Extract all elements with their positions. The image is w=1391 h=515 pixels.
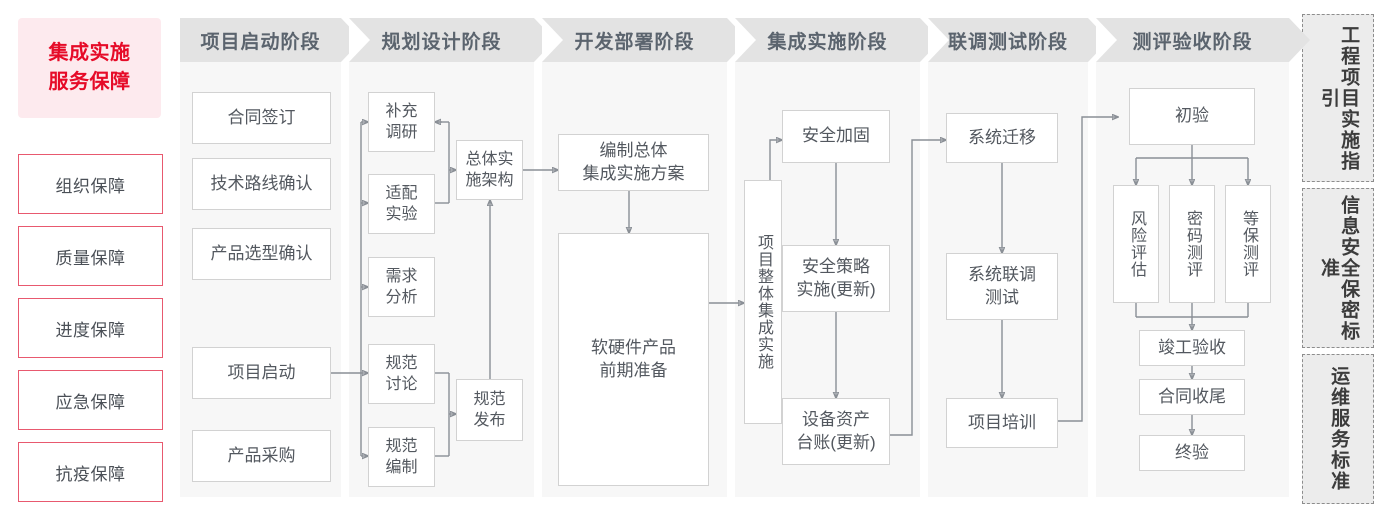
- node-contract[interactable]: 合同签订: [192, 92, 331, 144]
- sidebar-item-epidemic[interactable]: 抗疫保障: [18, 442, 163, 502]
- standards-rail-security[interactable]: 信息安全保密标准: [1302, 188, 1374, 348]
- phase-header-planning[interactable]: 规划设计阶段: [349, 18, 555, 62]
- node-tech-route[interactable]: 技术路线确认: [192, 158, 331, 210]
- node-mlps-evaluation[interactable]: 等保测评: [1225, 185, 1271, 303]
- standards-rail-security-label: 信息安全保密标准: [1318, 194, 1360, 342]
- node-adaptation-test[interactable]: 适配实验: [368, 174, 435, 234]
- phase-header-testing[interactable]: 联调测试阶段: [928, 18, 1109, 62]
- node-supplementary-research[interactable]: 补充调研: [368, 92, 435, 152]
- phase-header-develop-label: 开发部署阶段: [574, 31, 695, 53]
- phase-header-integrate-label: 集成实施阶段: [767, 31, 888, 53]
- sidebar-item-emergency[interactable]: 应急保障: [18, 370, 163, 430]
- sidebar-item-quality[interactable]: 质量保障: [18, 226, 163, 286]
- node-product-select[interactable]: 产品选型确认: [192, 228, 331, 280]
- node-overall-architecture[interactable]: 总体实施架构: [456, 140, 523, 200]
- phase-header-develop[interactable]: 开发部署阶段: [542, 18, 748, 62]
- standards-rail-engineering-label: 工程项目实施指引: [1318, 24, 1360, 172]
- chevron-right-icon: [1289, 18, 1310, 62]
- node-initial-acceptance[interactable]: 初验: [1129, 88, 1255, 145]
- node-hardware-software-prep[interactable]: 软硬件产品前期准备: [558, 233, 709, 486]
- node-requirement-analysis[interactable]: 需求分析: [368, 257, 435, 317]
- chevron-notch-icon: [928, 18, 949, 62]
- node-spec-release[interactable]: 规范发布: [456, 379, 523, 441]
- node-overall-integration[interactable]: 项目整体集成实施: [744, 180, 782, 424]
- sidebar-item-organization[interactable]: 组织保障: [18, 154, 163, 214]
- node-security-hardening[interactable]: 安全加固: [782, 110, 890, 163]
- node-system-migration[interactable]: 系统迁移: [946, 113, 1058, 163]
- node-completion-acceptance[interactable]: 竣工验收: [1139, 330, 1245, 366]
- chevron-notch-icon: [735, 18, 756, 62]
- phase-header-planning-label: 规划设计阶段: [381, 31, 502, 53]
- sidebar-title-line1: 集成实施: [48, 42, 131, 64]
- sidebar-item-schedule[interactable]: 进度保障: [18, 298, 163, 358]
- sidebar-title-line2: 服务保障: [48, 71, 131, 93]
- sidebar-title: 集成实施 服务保障: [18, 18, 161, 118]
- node-procurement[interactable]: 产品采购: [192, 430, 331, 482]
- phase-header-startup-label: 项目启动阶段: [200, 31, 321, 53]
- node-security-policy[interactable]: 安全策略实施(更新): [782, 245, 890, 312]
- chevron-notch-icon: [542, 18, 563, 62]
- phase-header-startup[interactable]: 项目启动阶段: [180, 18, 362, 62]
- node-asset-ledger[interactable]: 设备资产台账(更新): [782, 398, 890, 465]
- standards-rail-operations[interactable]: 运维服务标准: [1302, 354, 1374, 504]
- standards-rail-operations-label: 运维服务标准: [1328, 366, 1350, 492]
- node-contract-closure[interactable]: 合同收尾: [1139, 379, 1245, 415]
- node-crypto-evaluation[interactable]: 密码测评: [1169, 185, 1215, 303]
- node-project-training[interactable]: 项目培训: [946, 398, 1058, 448]
- phase-header-integrate[interactable]: 集成实施阶段: [735, 18, 941, 62]
- node-project-kickoff[interactable]: 项目启动: [192, 347, 331, 399]
- phase-header-testing-label: 联调测试阶段: [947, 31, 1068, 53]
- chevron-notch-icon: [1096, 18, 1117, 62]
- node-compile-overall-plan[interactable]: 编制总体集成实施方案: [558, 134, 709, 191]
- node-final-acceptance[interactable]: 终验: [1139, 435, 1245, 471]
- node-spec-discussion[interactable]: 规范讨论: [368, 344, 435, 404]
- phase-header-accept[interactable]: 测评验收阶段: [1096, 18, 1310, 62]
- chevron-notch-icon: [349, 18, 370, 62]
- node-risk-assessment[interactable]: 风险评估: [1113, 185, 1159, 303]
- standards-rail-engineering[interactable]: 工程项目实施指引: [1302, 14, 1374, 182]
- node-spec-drafting[interactable]: 规范编制: [368, 427, 435, 487]
- phase-header-accept-label: 测评验收阶段: [1132, 31, 1253, 53]
- node-system-joint-test[interactable]: 系统联调测试: [946, 253, 1058, 320]
